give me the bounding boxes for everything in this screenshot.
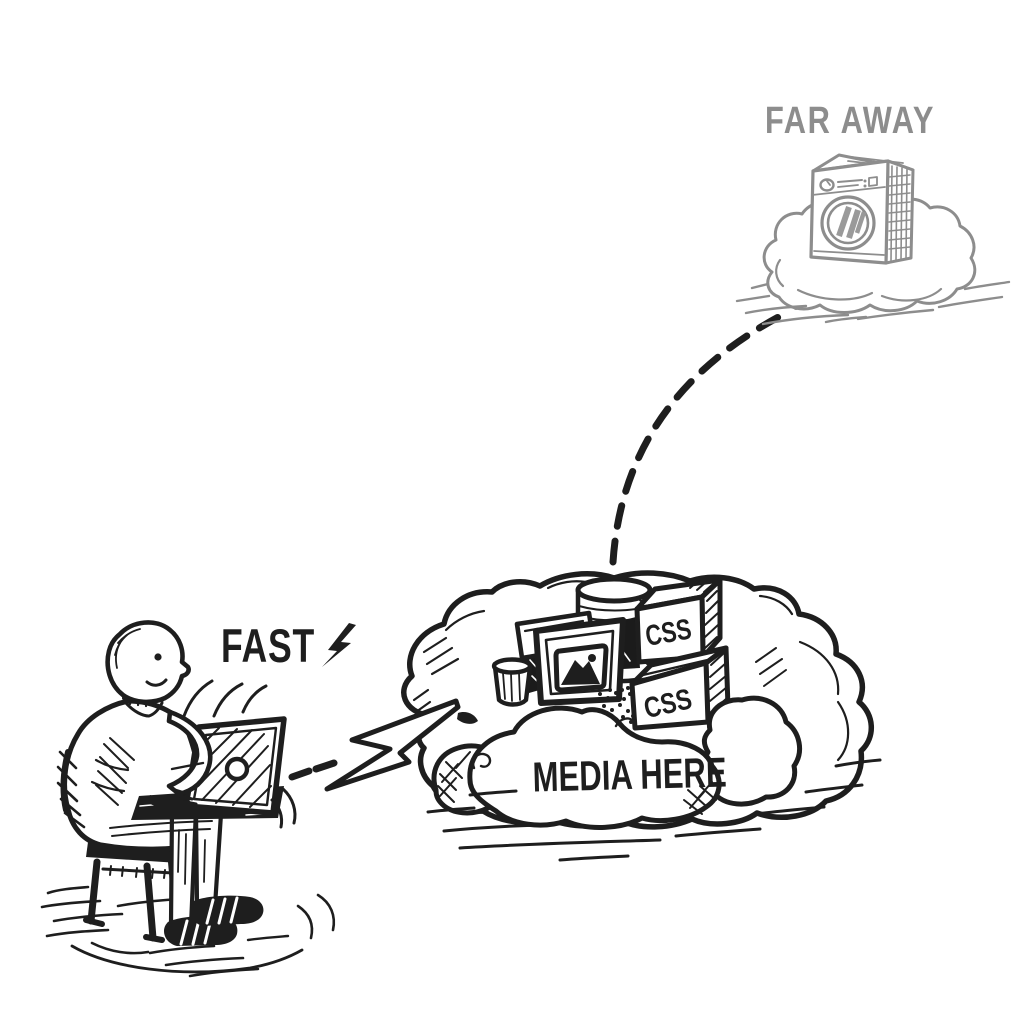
washing-machine-icon <box>809 153 915 265</box>
vent-grid <box>888 165 911 262</box>
far-speed-lines <box>735 280 1011 326</box>
vibration-lines <box>182 679 297 829</box>
far-away-group: FAR AWAY <box>735 100 1011 326</box>
picture-icon <box>561 660 600 685</box>
css-box-bottom: CSS <box>629 645 731 731</box>
link-dashes <box>288 759 338 781</box>
laptop-icon <box>131 679 297 829</box>
cloud-speed-lines <box>426 758 882 862</box>
far-away-label: FAR AWAY <box>765 100 935 142</box>
washer-door-icon <box>820 195 876 251</box>
laptop-logo <box>224 756 250 782</box>
image-frame-icon <box>533 617 626 706</box>
bolt-tail-blob <box>457 711 478 724</box>
origin-dashed-path <box>609 295 815 566</box>
cloud-front-lobes <box>431 695 803 830</box>
lightning-icon <box>322 623 356 667</box>
bucket-icon <box>491 657 533 707</box>
css-box-top: CSS <box>634 577 723 665</box>
head <box>105 620 191 705</box>
near-shoe <box>190 895 264 926</box>
lightning-bolt-icon <box>324 698 478 792</box>
smile <box>145 678 168 687</box>
washer-controls <box>837 176 878 188</box>
css-label-top: CSS <box>643 613 694 653</box>
eye <box>154 653 162 661</box>
media-cloud: CSS CSS <box>401 570 882 862</box>
washer-dial <box>819 178 835 192</box>
media-here-label: MEDIA HERE <box>532 748 727 800</box>
fast-label: FAST <box>221 619 315 672</box>
fast-label-group: FAST <box>221 619 356 672</box>
